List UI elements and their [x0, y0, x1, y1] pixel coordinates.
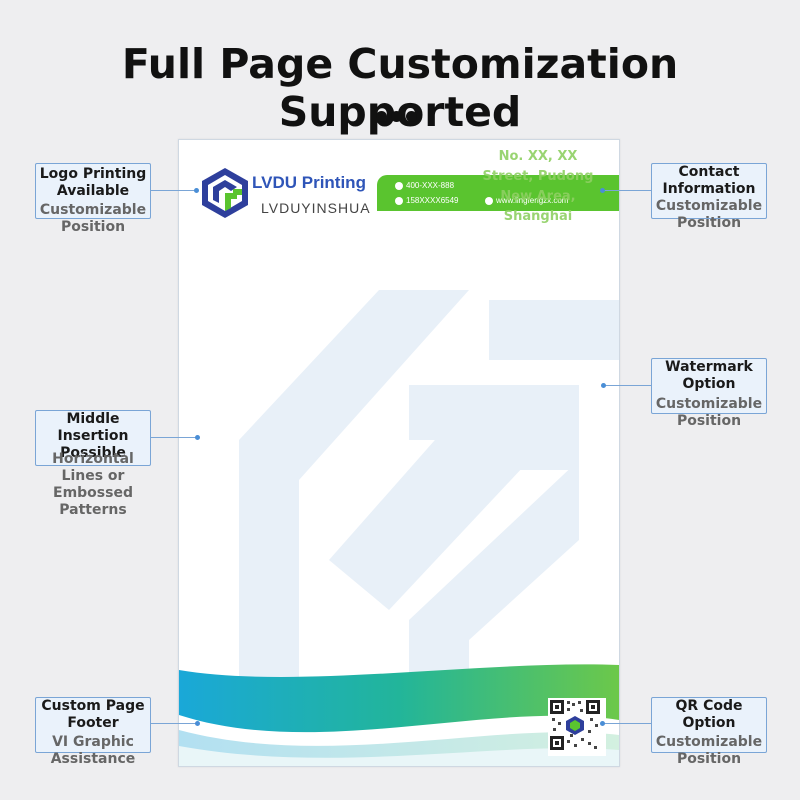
callout-footer-sub: VI Graphic Assistance	[50, 734, 136, 767]
contact-phone: 400-XXX-888	[395, 181, 454, 190]
callout-qr-sub: Customizable Position	[655, 734, 763, 767]
qr-code-icon	[550, 700, 600, 750]
footer-wave-graphic	[179, 664, 619, 766]
callout-logo-sub: Customizable Position	[39, 202, 147, 235]
globe-icon	[485, 196, 493, 205]
callout-contact-title: Contact Information	[662, 164, 756, 197]
callout-qr-title: QR Code Option	[675, 698, 743, 731]
brand-name: LVDU Printing	[252, 173, 366, 192]
contact-website: www.lingfengzx.com	[485, 196, 568, 205]
leader-line-qr	[603, 723, 651, 724]
callout-watermark-sub: Customizable Position	[655, 396, 763, 429]
callout-footer-title: Custom Page Footer	[41, 698, 145, 731]
logo-icon	[202, 168, 248, 218]
pagination-dots	[376, 109, 421, 127]
leader-line-logo	[151, 190, 196, 191]
leader-line-contact	[603, 190, 651, 191]
callout-contact: Contact Information	[651, 163, 767, 219]
brand-pinyin: LVDUYINSHUA	[261, 200, 371, 216]
callout-middle-sub: Horizontal Lines or Embossed Patterns	[52, 451, 134, 518]
letterhead-sheet: LVDU Printing LVDUYINSHUA 400-XXX-888 15…	[178, 139, 620, 767]
leader-dot-watermark	[601, 383, 606, 388]
watermark-logo-graphic	[239, 290, 619, 700]
phone-icon	[395, 181, 403, 190]
contact-mobile-text: 158XXXX6549	[406, 196, 459, 205]
qr-code	[548, 698, 606, 756]
leader-dot-logo	[194, 188, 199, 193]
leader-dot-qr	[600, 721, 605, 726]
leader-dot-middle	[195, 435, 200, 440]
mobile-icon	[395, 196, 403, 205]
callout-middle: Middle Insertion Possible	[35, 410, 151, 466]
callout-footer: Custom Page Footer	[35, 697, 151, 753]
callout-qr: QR Code Option	[651, 697, 767, 753]
callout-contact-sub: Customizable Position	[655, 198, 763, 231]
callout-watermark-title: Watermark Option	[665, 359, 753, 392]
leader-line-footer	[151, 723, 196, 724]
leader-dot-footer	[195, 721, 200, 726]
contact-bar: 400-XXX-888 158XXXX6549 www.lingfengzx.c…	[377, 175, 619, 211]
callout-logo-title: Logo Printing Available	[39, 166, 147, 199]
callout-watermark: Watermark Option	[651, 358, 767, 414]
leader-line-middle	[151, 437, 196, 438]
contact-address: No. XX, XX Street, Pudong New Area, Shan…	[482, 149, 594, 224]
callout-middle-title: Middle Insertion Possible	[57, 411, 129, 461]
leader-line-watermark	[605, 385, 651, 386]
contact-mobile: 158XXXX6549	[395, 196, 459, 205]
leader-dot-contact	[600, 188, 605, 193]
contact-phone-text: 400-XXX-888	[406, 181, 455, 190]
callout-logo: Logo Printing Available	[35, 163, 151, 219]
contact-website-text: www.lingfengzx.com	[496, 196, 569, 205]
